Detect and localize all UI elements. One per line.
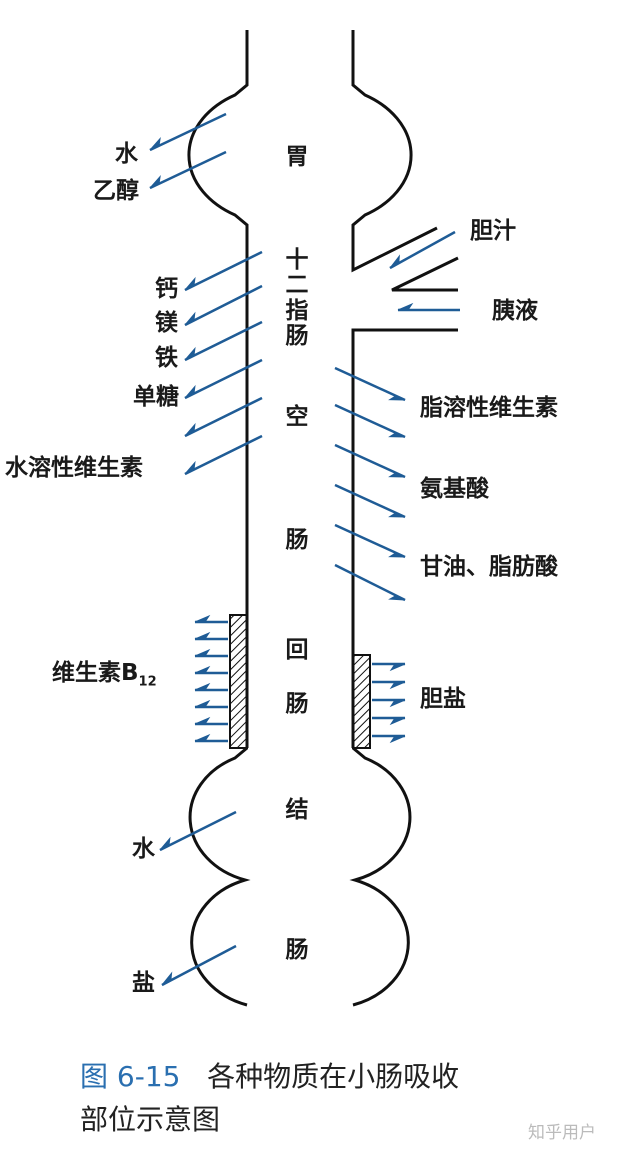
arrowhead-icon xyxy=(194,716,211,725)
arrowhead-icon xyxy=(194,699,211,708)
label-calcium: 钙 xyxy=(155,276,178,302)
vitamin-b12-text: 维生素B xyxy=(52,660,139,686)
left-wall-upper xyxy=(187,30,249,748)
arrowhead-icon xyxy=(388,594,406,601)
label-colon-salt: 盐 xyxy=(132,970,155,996)
label-duodenum: 十二指肠 xyxy=(285,247,309,349)
label-colon-water: 水 xyxy=(132,836,155,862)
label-stomach-water: 水 xyxy=(115,141,138,167)
arrowhead-icon xyxy=(388,395,406,401)
caption-line-2: 部位示意图 xyxy=(80,1103,221,1136)
figure-number: 图 6-15 xyxy=(80,1060,181,1093)
absorption-arrow xyxy=(389,230,456,270)
arrowhead-icon xyxy=(194,614,211,623)
arrowhead-icon xyxy=(388,552,406,558)
arrowhead-icon xyxy=(161,971,173,986)
label-jejunum-1: 空 xyxy=(285,404,309,430)
label-ethanol: 乙醇 xyxy=(93,178,139,204)
label-pancreatic-juice: 胰液 xyxy=(492,298,538,324)
absorption-arrow xyxy=(184,358,263,400)
right-wall-lower xyxy=(351,328,458,748)
arrowhead-icon xyxy=(389,254,400,269)
absorption-arrow xyxy=(334,523,406,559)
label-colon-2: 肠 xyxy=(285,937,309,963)
label-glycerol-fatty-acids: 甘油、脂肪酸 xyxy=(420,554,558,580)
label-bile-salts: 胆盐 xyxy=(420,686,466,712)
arrowhead-icon xyxy=(184,346,196,361)
arrowhead-icon xyxy=(194,648,211,657)
watermark: 知乎用户 xyxy=(528,1123,596,1143)
absorption-arrow xyxy=(334,563,406,602)
arrowhead-icon xyxy=(194,631,211,640)
label-magnesium: 镁 xyxy=(155,310,178,336)
colon-left xyxy=(188,746,251,1007)
label-monosaccharide: 单糖 xyxy=(133,384,179,410)
absorption-arrow xyxy=(184,250,263,292)
arrowhead-icon xyxy=(397,302,414,311)
arrowhead-icon xyxy=(388,512,406,518)
caption-line-1: 图 6-15 各种物质在小肠吸收 xyxy=(80,1055,459,1095)
arrowhead-icon xyxy=(194,682,211,691)
absorption-arrow xyxy=(334,366,406,402)
arrowhead-icon xyxy=(159,836,171,851)
arrowhead-icon xyxy=(389,663,406,672)
absorption-arrow xyxy=(184,396,263,438)
label-bile: 胆汁 xyxy=(470,218,516,244)
absorption-arrow xyxy=(334,443,406,479)
absorption-arrow xyxy=(184,284,263,327)
arrowhead-icon xyxy=(389,717,406,726)
absorption-arrow xyxy=(334,403,406,439)
absorption-arrow xyxy=(149,150,227,190)
arrowhead-icon xyxy=(388,432,406,438)
label-water-soluble-vitamins: 水溶性维生素 xyxy=(5,455,143,481)
duct-divider xyxy=(391,256,459,292)
label-jejunum-2: 肠 xyxy=(285,527,309,553)
ileum-hatch-right xyxy=(352,654,371,749)
absorption-arrow xyxy=(184,320,263,362)
absorption-arrow xyxy=(334,483,406,519)
arrowhead-icon xyxy=(388,472,406,478)
arrowhead-icon xyxy=(389,735,406,744)
label-vitamin-b12: 维生素B12 xyxy=(52,662,157,689)
absorption-arrow xyxy=(184,434,263,476)
label-stomach: 胃 xyxy=(285,144,309,170)
label-ileum-1: 回 xyxy=(285,637,309,663)
arrowhead-icon xyxy=(149,174,161,189)
label-fat-soluble-vitamins: 脂溶性维生素 xyxy=(420,395,558,421)
vitamin-b12-subscript: 12 xyxy=(138,674,157,690)
absorption-arrow xyxy=(159,810,237,852)
absorption-arrow xyxy=(161,944,237,987)
colon-right xyxy=(349,746,412,1007)
label-ileum-2: 肠 xyxy=(285,691,309,717)
ileum-hatch-left xyxy=(229,614,248,749)
arrowhead-icon xyxy=(389,681,406,690)
arrowhead-icon xyxy=(149,136,161,151)
label-iron: 铁 xyxy=(155,345,178,371)
arrowhead-icon xyxy=(184,460,196,475)
arrowhead-icon xyxy=(184,311,196,326)
arrowhead-icon xyxy=(194,665,211,674)
label-colon-1: 结 xyxy=(285,797,309,823)
absorption-arrow xyxy=(149,112,227,152)
right-wall-upper xyxy=(351,30,438,273)
arrowhead-icon xyxy=(194,733,211,742)
arrowhead-icon xyxy=(184,384,196,399)
caption-title-1: 各种物质在小肠吸收 xyxy=(207,1060,460,1093)
arrowhead-icon xyxy=(184,276,196,291)
arrowhead-icon xyxy=(184,422,196,437)
arrowhead-icon xyxy=(389,699,406,708)
label-amino-acids: 氨基酸 xyxy=(420,476,489,502)
